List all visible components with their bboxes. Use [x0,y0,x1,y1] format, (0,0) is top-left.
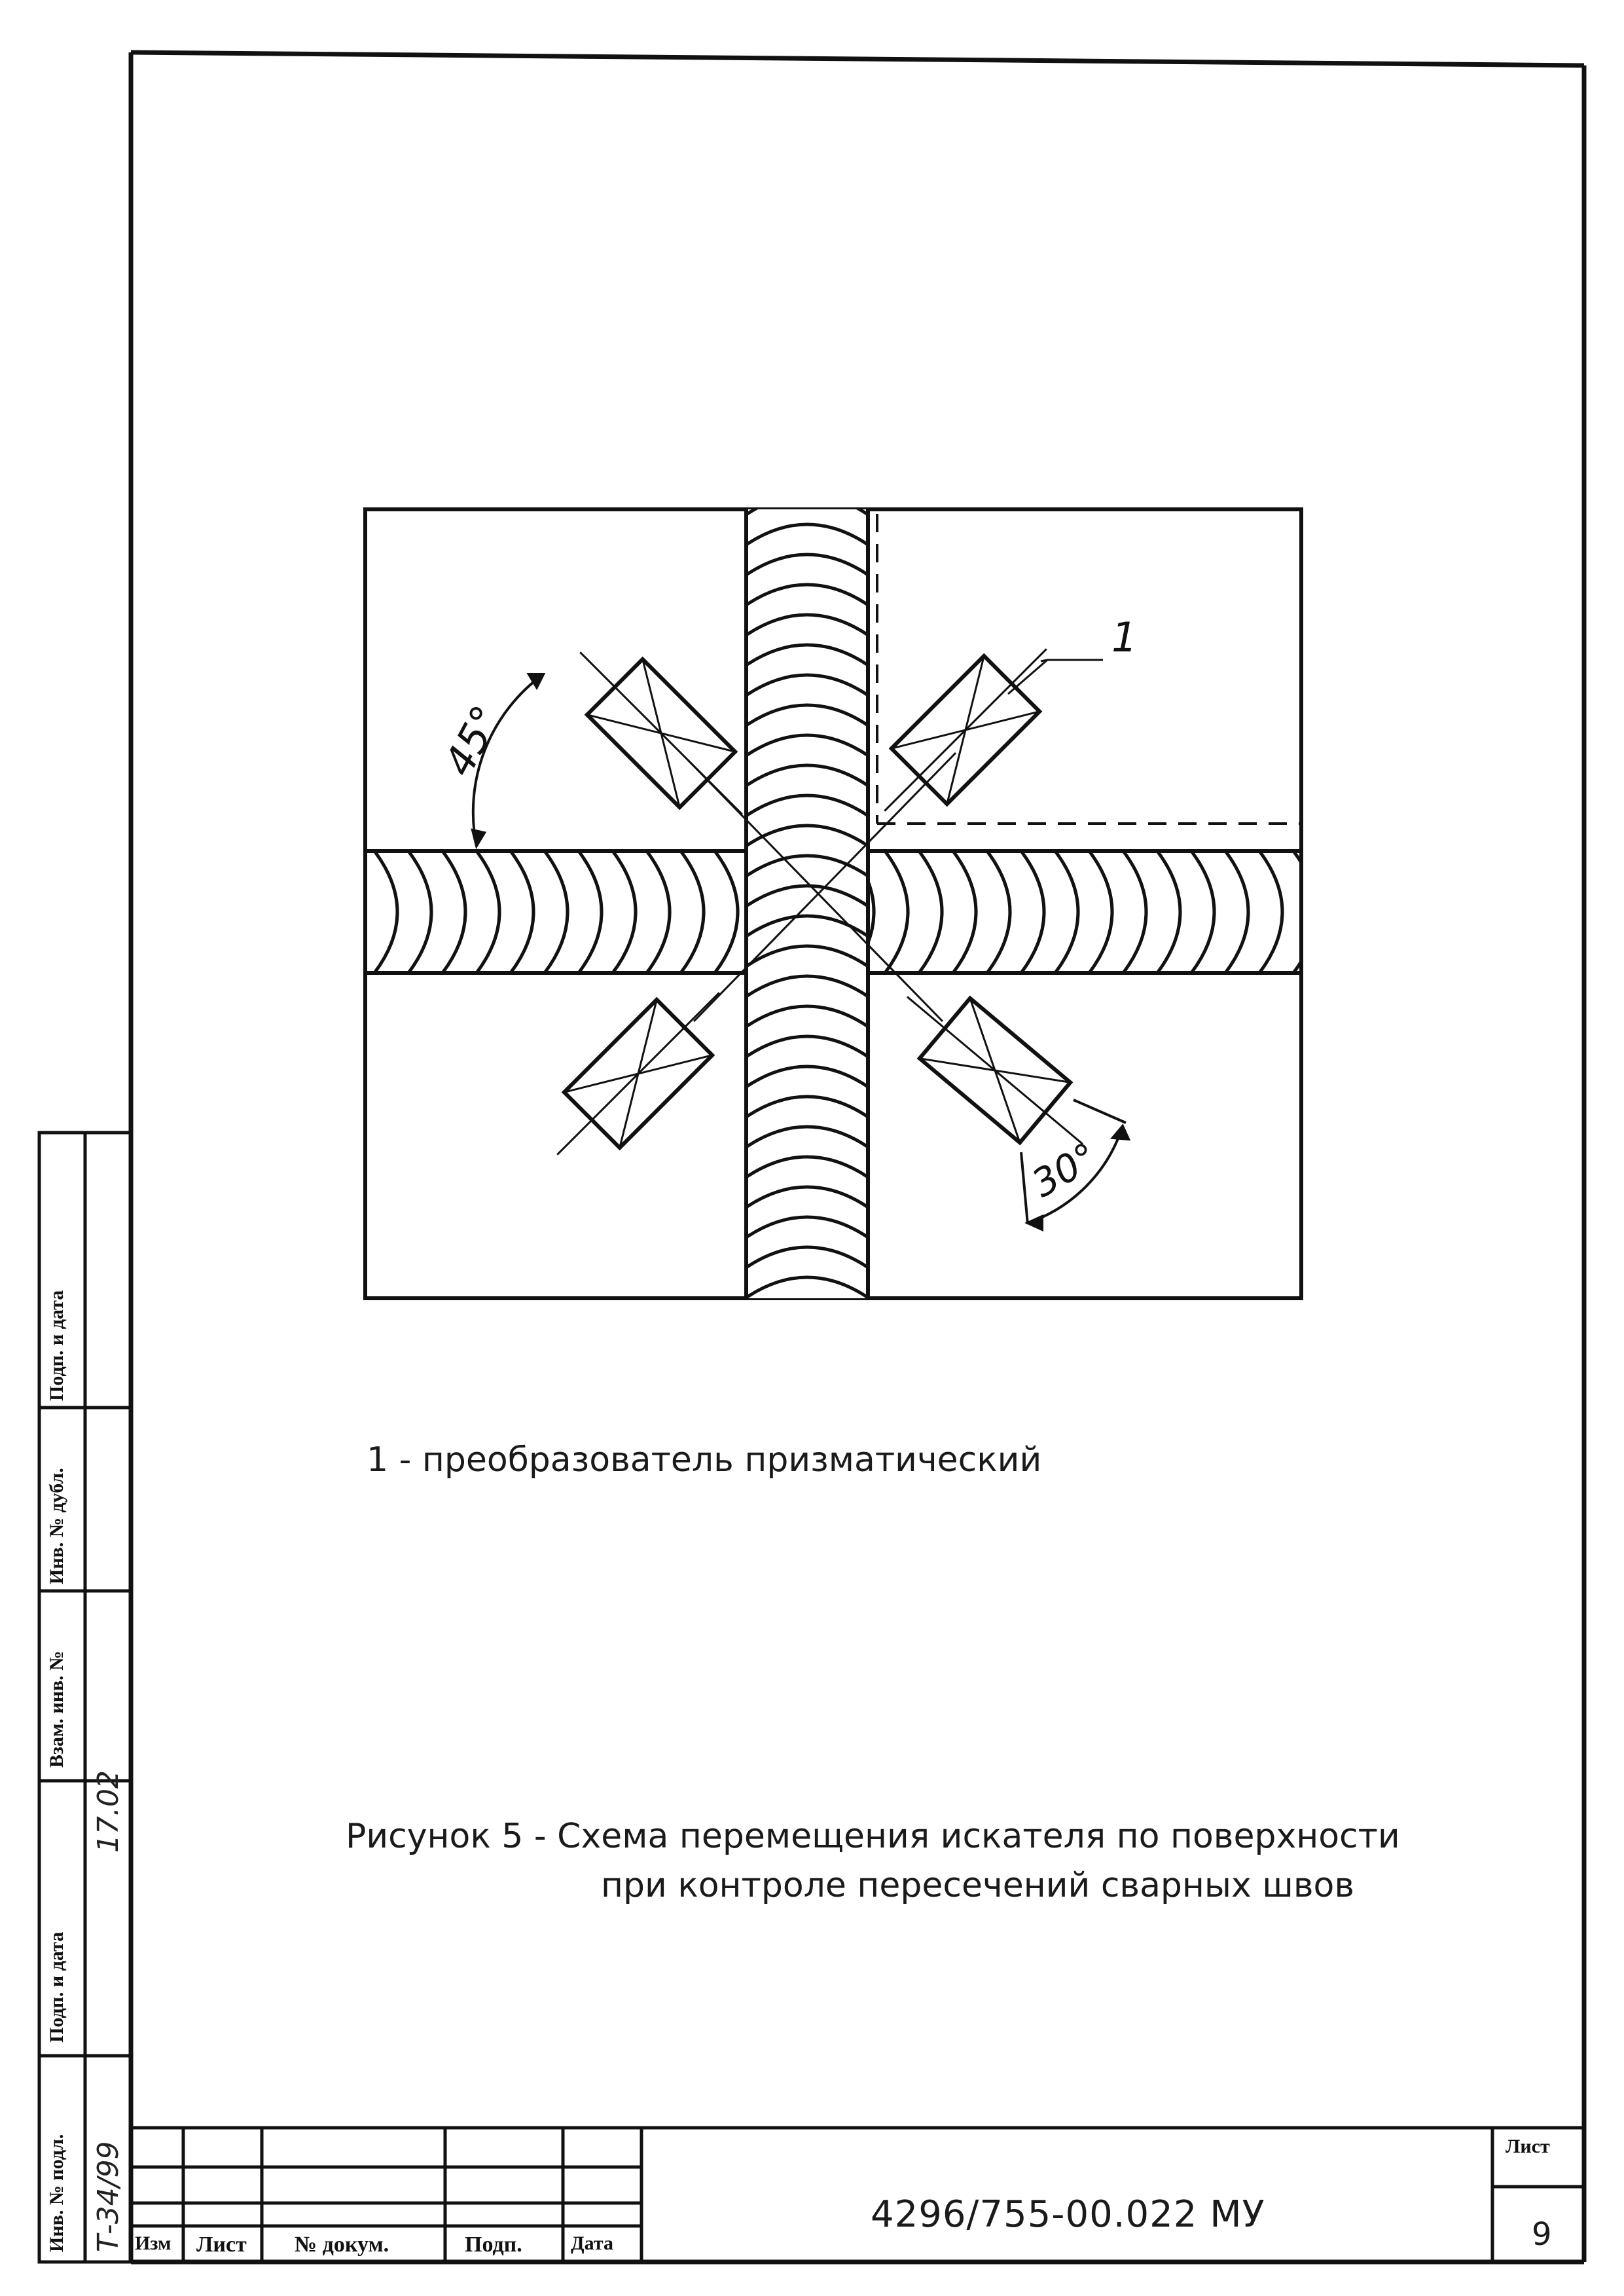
col-izm: Изм [135,2232,171,2254]
weld-ripple [746,583,868,607]
col-list: Лист [196,2232,247,2257]
weld-ripple [746,824,868,848]
col-sign: Подп. [465,2232,522,2257]
weld-ripple [746,613,868,637]
probe-bottom-left [556,992,720,1156]
stamp-podp-data-2: Подп. и дата [46,1290,67,1401]
weld-ripple [679,851,706,973]
weld-ripple [746,1215,868,1239]
weld-ripple [746,703,868,727]
weld-ripple [746,793,868,818]
stamp-podp-data-1: Подп. и дата [46,1931,67,2043]
weld-ripple [746,1034,868,1059]
document-number: 4296/755-00.022 МУ [871,2193,1265,2236]
weld-ripple [1088,851,1114,973]
label-1-leader [1007,659,1103,695]
weld-ripple [1190,851,1216,973]
weld-ripple [577,851,604,973]
weld-ripple [746,1125,868,1149]
figure-caption-line-2: при контроле пересечений сварных швов [601,1866,1354,1905]
weld-ripple [746,1155,868,1179]
weld-ripple [746,673,868,697]
weld-ripple [543,851,569,973]
stamp-vzam-inv: Взам. инв. № [46,1650,67,1768]
weld-ripple [407,851,433,973]
weld-ripple [1156,851,1182,973]
weld-ripple [918,851,944,973]
weld-ripple [746,553,868,577]
weld-ripple [746,1275,868,1298]
weld-ripple [340,851,363,973]
weld-ripple [746,854,868,878]
weld-ripple [746,914,868,938]
vertical-weld [744,464,870,1298]
weld-ripple [1292,851,1301,973]
weld-ripple [746,763,868,788]
weld-ripple [746,1095,868,1119]
weld-ripple [1224,851,1250,973]
weld-ripple [986,851,1012,973]
probe-top-left [579,651,743,815]
probe-bottom-right [906,995,1084,1146]
weld-ripple [611,851,638,973]
sheet-label: Лист [1506,2136,1550,2157]
stamp-inv-dubl: Инв. № дубл. [46,1468,67,1584]
weld-ripple [1258,851,1284,973]
weld-ripple [746,1065,868,1089]
side-stamp-lines [37,1131,133,2264]
weld-ripple [746,944,868,968]
weld-ripple [746,1245,868,1269]
weld-ripple [746,733,868,757]
weld-ripple [746,1004,868,1029]
stamp-inv-value: Т-34/99 [92,2141,125,2252]
probe-top-right [884,648,1047,812]
weld-ripple [746,643,868,667]
weld-ripple [746,884,868,908]
sheet-number: 9 [1532,2216,1552,2253]
weld-ripple [1122,851,1148,973]
weld-ripple [746,1185,868,1209]
weld-ripple [746,974,868,998]
weld-ripple [884,851,910,973]
col-date: Дата [571,2232,613,2254]
weld-ripple [746,464,868,484]
title-block-lines [131,2126,1584,2262]
weld-ripple [441,851,467,973]
dashed-guide [876,514,1299,825]
legend-text: 1 - преобразователь призматический [367,1440,1042,1480]
angle-45-dimension [471,673,546,850]
angle-30-dimension [1020,1099,1131,1232]
weld-ripple [1020,851,1046,973]
weld-ripple [1054,851,1080,973]
weld-ripple [713,851,740,973]
weld-ripple [509,851,535,973]
label-1: 1 [1111,613,1137,661]
weld-ripple [952,851,978,973]
weld-ripple [475,851,501,973]
stamp-sign-date: 17.02 [92,1770,125,1853]
weld-ripple [645,851,672,973]
figure-caption-line-1: Рисунок 5 - Схема перемещения искателя п… [346,1817,1400,1856]
angle-45-label: 45° [435,698,511,784]
col-doc: № докум. [295,2232,389,2257]
weld-ripple [746,522,868,547]
angle-30-label: 30° [1024,1134,1105,1206]
stamp-inv-podl: Инв. № подл. [46,2134,67,2252]
weld-ripple [373,851,399,973]
